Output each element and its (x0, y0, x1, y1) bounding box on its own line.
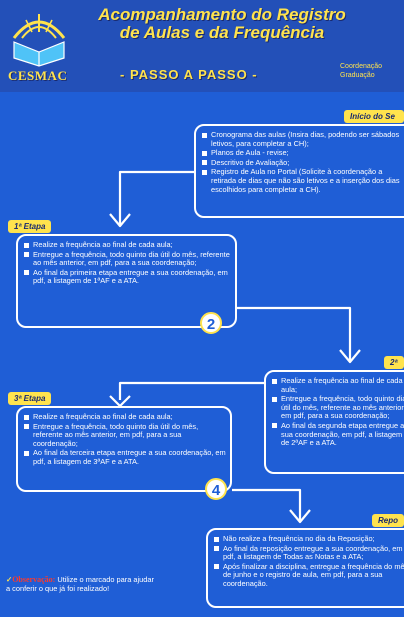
list-item: Realize a frequência ao final de cada au… (24, 412, 226, 422)
header (0, 0, 404, 92)
list-item: Entregue a frequência, todo quinto dia ú… (24, 250, 231, 268)
step-number-badge: 2 (200, 312, 222, 334)
list-item: Cronograma das aulas (Insira dias, poden… (202, 130, 404, 148)
step-start-tag: Início do Se (344, 110, 404, 123)
cesmac-logo-icon (12, 14, 66, 67)
list-item: Planos de Aula - revise; (202, 149, 404, 158)
list-item: Ao final da reposição entregue a sua coo… (214, 544, 404, 562)
list-item: Entregue a frequência, todo quinto dia ú… (24, 422, 226, 449)
list-item: Descritivo de Avaliação; (202, 158, 404, 168)
step-3-tag: 3ª Etapa (8, 392, 52, 405)
step-repo-tag: Repo (372, 514, 404, 527)
page-title: Acompanhamento do Registro de Aulas e da… (98, 5, 346, 42)
list-item: Realize a frequência ao final de cada au… (24, 240, 231, 250)
checkmark-icon: ✓ (6, 575, 13, 584)
page-subtitle: - PASSO A PASSO - (120, 67, 258, 82)
observation-text: Utilize o marcado para ajudar a conferir… (6, 575, 154, 593)
step-start-box: Cronograma das aulas (Insira dias, poden… (194, 124, 404, 218)
step-number-badge: 4 (205, 478, 227, 500)
brand-name: CESMAC (8, 68, 68, 83)
list-item: Realize a frequência ao final de cada au… (272, 376, 404, 394)
step-1-tag: 1ª Etapa (8, 220, 52, 233)
list-item: Após finalizar a disciplina, entregue a … (214, 562, 404, 589)
list-item: Registro de Aula no Portal (Solicite à c… (202, 168, 404, 194)
coordination-label: Coordenação Graduação (340, 63, 383, 79)
observation-note: ✓Observação: Utilize o marcado para ajud… (6, 575, 156, 593)
observation-label: Observação: (12, 575, 56, 584)
step-2-box: Realize a frequência ao final de cada au… (264, 370, 404, 474)
list-item: Entregue a frequência, todo quinto dia ú… (272, 394, 404, 421)
step-repo-box: Não realize a frequência no dia da Repos… (206, 528, 404, 608)
list-item: Ao final da segunda etapa entregue a sua… (272, 421, 404, 448)
list-item: Não realize a frequência no dia da Repos… (214, 534, 404, 544)
list-item: Ao final da primeira etapa entregue a su… (24, 268, 231, 286)
step-3-box: Realize a frequência ao final de cada au… (16, 406, 232, 492)
step-2-tag: 2ª (384, 356, 404, 369)
step-1-box: Realize a frequência ao final de cada au… (16, 234, 237, 328)
list-item: Ao final da terceira etapa entregue a su… (24, 449, 226, 466)
